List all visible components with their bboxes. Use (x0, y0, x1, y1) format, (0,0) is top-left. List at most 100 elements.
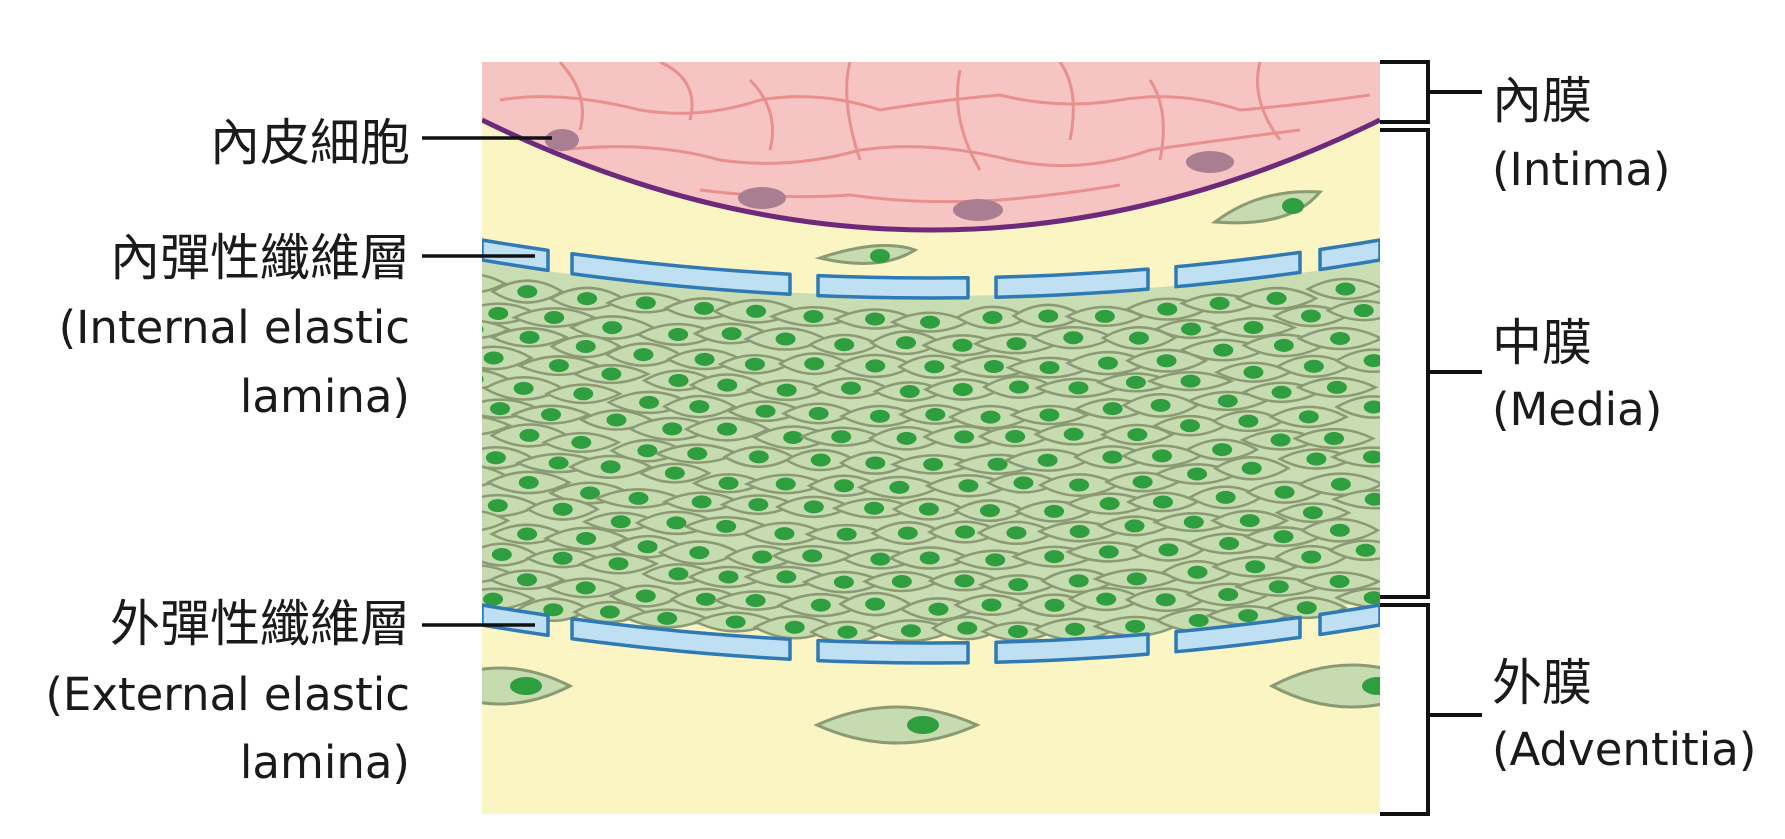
smooth-muscle-nucleus (1187, 467, 1208, 481)
smooth-muscle-nucleus (748, 498, 769, 512)
smooth-muscle-cell (482, 320, 512, 339)
adventitia-en-label: (Adventitia) (1492, 723, 1756, 776)
elastic-lamina-segment (570, 616, 792, 662)
smooth-muscle-nucleus (803, 500, 824, 514)
smooth-muscle-nucleus (918, 502, 939, 516)
smooth-muscle-nucleus (1215, 490, 1236, 504)
smooth-muscle-nucleus (1069, 478, 1090, 492)
smooth-muscle-nucleus (745, 594, 766, 608)
smooth-muscle-nucleus (1039, 361, 1060, 375)
smooth-muscle-nucleus (573, 387, 594, 401)
smooth-muscle-nucleus (513, 381, 534, 395)
smooth-muscle-nucleus (744, 357, 765, 371)
elastic-lamina-segment (816, 273, 970, 300)
smooth-muscle-nucleus (958, 479, 979, 493)
smooth-muscle-nucleus (1006, 526, 1027, 540)
smooth-muscle-nucleus (717, 422, 738, 436)
smooth-muscle-nucleus (1218, 588, 1239, 602)
smooth-muscle-nucleus (552, 551, 573, 565)
smooth-muscle-nucleus (864, 501, 885, 515)
media-bracket (1380, 128, 1482, 599)
smooth-muscle-nucleus (1037, 453, 1058, 467)
smooth-muscle-nucleus (1038, 309, 1059, 323)
smooth-muscle-nucleus (548, 456, 569, 470)
smooth-muscle-nucleus (1008, 578, 1029, 592)
smooth-muscle-nucleus (1271, 385, 1292, 399)
external-elastic-en-line2: lamina) (240, 736, 410, 789)
basement-membrane (482, 117, 1380, 233)
smooth-muscle-nucleus (668, 328, 689, 342)
smooth-muscle-nucleus (1212, 443, 1233, 457)
smooth-muscle-nucleus (1303, 359, 1324, 373)
smooth-muscle-nucleus (1188, 613, 1209, 627)
smooth-muscle-cells (458, 273, 1380, 644)
media-zh-label: 中膜 (1492, 314, 1592, 372)
elastic-lamina-segment (994, 267, 1150, 299)
smooth-muscle-nucleus (808, 406, 829, 420)
smooth-muscle-nucleus (490, 402, 511, 416)
smooth-muscle-nucleus (1007, 624, 1028, 638)
smooth-muscle-nucleus (952, 338, 973, 352)
smooth-muscle-nucleus (840, 381, 861, 395)
smooth-muscle-nucleus (1187, 565, 1208, 579)
smooth-muscle-nucleus (1326, 380, 1347, 394)
smooth-muscle-nucleus (900, 624, 921, 638)
smooth-muscle-nucleus (1219, 537, 1240, 551)
smooth-muscle-cell (482, 510, 511, 532)
smooth-muscle-nucleus (954, 430, 975, 444)
smooth-muscle-nucleus (639, 395, 660, 409)
smooth-muscle-nucleus (1044, 504, 1065, 518)
smooth-muscle-nucleus (869, 409, 890, 423)
smooth-muscle-nucleus (1128, 331, 1149, 345)
smooth-muscle-nucleus (1335, 282, 1356, 296)
smooth-muscle-nucleus (721, 327, 742, 341)
smooth-muscle-nucleus (924, 360, 945, 374)
fibroblast-cell (813, 705, 981, 745)
smooth-muscle-nucleus (1181, 322, 1202, 336)
smooth-muscle-nucleus (804, 357, 825, 371)
smooth-muscle-nucleus (1209, 296, 1230, 310)
smooth-muscle-nucleus (637, 540, 658, 554)
smooth-muscle-nucleus (458, 470, 478, 483)
smooth-muscle-nucleus (541, 408, 562, 422)
smooth-muscle-nucleus (483, 592, 504, 606)
internal-elastic-lamina (482, 238, 1380, 300)
smooth-muscle-nucleus (1155, 593, 1176, 607)
smooth-muscle-nucleus (775, 332, 796, 346)
smooth-muscle-nucleus (1069, 525, 1090, 539)
smooth-muscle-nucleus (668, 373, 689, 387)
smooth-muscle-nucleus (865, 312, 886, 326)
smooth-muscle-nucleus (1068, 381, 1089, 395)
smooth-muscle-nucleus (896, 431, 917, 445)
smooth-muscle-nucleus (606, 413, 627, 427)
subendothelial-cells (814, 190, 1324, 265)
smooth-muscle-nucleus (774, 527, 795, 541)
smooth-muscle-nucleus (919, 551, 940, 565)
smooth-muscle-nucleus (952, 383, 973, 397)
smooth-muscle-nucleus (775, 477, 796, 491)
smooth-muscle-nucleus (928, 602, 949, 616)
smooth-muscle-nucleus (519, 330, 540, 344)
smooth-muscle-nucleus (1270, 433, 1291, 447)
smooth-muscle-nucleus (689, 546, 710, 560)
smooth-muscle-nucleus (1183, 515, 1204, 529)
smooth-muscle-nucleus (987, 457, 1008, 471)
smooth-muscle-nucleus (576, 532, 597, 546)
smooth-muscle-nucleus (831, 430, 852, 444)
smooth-muscle-nucleus (637, 444, 658, 458)
smooth-muscle-nucleus (1008, 380, 1029, 394)
smooth-muscle-nucleus (954, 574, 975, 588)
internal-elastic-zh-label: 內彈性纖維層 (110, 229, 410, 287)
label-endothelial-cell: 內皮細胞 (210, 114, 552, 172)
smooth-muscle-nucleus (1362, 450, 1380, 464)
adventitia-fibroblasts (482, 663, 1380, 745)
smooth-muscle-nucleus (1152, 495, 1173, 509)
label-external-elastic-lamina: 外彈性纖維層 (External elastic lamina) (45, 595, 535, 789)
smooth-muscle-nucleus (1329, 523, 1350, 537)
smooth-muscle-nucleus (802, 549, 823, 563)
smooth-muscle-nucleus (1329, 574, 1350, 588)
smooth-muscle-nucleus (657, 611, 678, 625)
intima-bracket (1380, 60, 1482, 124)
smooth-muscle-nucleus (1180, 374, 1201, 388)
